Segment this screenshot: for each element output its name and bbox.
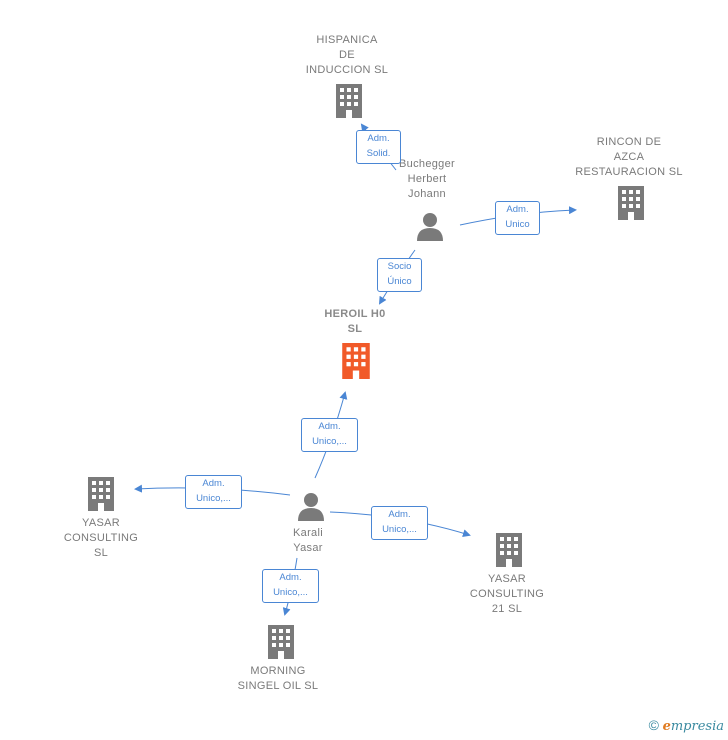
- building-icon[interactable]: [494, 533, 524, 567]
- brand-initial: e: [662, 719, 671, 734]
- person-label-buchegger[interactable]: Buchegger Herbert Johann: [399, 158, 455, 200]
- building-icon[interactable]: [266, 625, 296, 659]
- relation-label-karali-heroil[interactable]: Adm. Unico,...: [301, 418, 358, 452]
- company-label-rincon[interactable]: RINCON DE AZCA RESTAURACION SL: [575, 136, 683, 178]
- brand-name: mpresia: [670, 719, 724, 734]
- person-icon[interactable]: [296, 491, 326, 521]
- company-label-yasar-consulting[interactable]: YASAR CONSULTING SL: [63, 517, 139, 559]
- brand-footer: © empresia: [649, 717, 724, 734]
- company-label-yasar-consulting-21[interactable]: YASAR CONSULTING 21 SL: [469, 573, 545, 615]
- building-icon[interactable]: [616, 186, 646, 220]
- copyright-symbol: ©: [648, 717, 659, 733]
- relation-label-buchegger-hispanica[interactable]: Adm. Solid.: [356, 130, 401, 164]
- company-label-hispanica[interactable]: HISPANICA DE INDUCCION SL: [305, 34, 389, 76]
- relation-label-karali-morning[interactable]: Adm. Unico,...: [262, 569, 319, 603]
- company-label-morning[interactable]: MORNING SINGEL OIL SL: [237, 665, 319, 692]
- building-icon[interactable]: [86, 477, 116, 511]
- relation-label-karali-yasar-consulting-21[interactable]: Adm. Unico,...: [371, 506, 428, 540]
- relation-label-buchegger-heroil[interactable]: Socio Único: [377, 258, 422, 292]
- building-icon[interactable]: [340, 343, 372, 379]
- person-label-karali[interactable]: Karali Yasar: [293, 527, 323, 554]
- building-icon[interactable]: [334, 84, 364, 118]
- person-icon[interactable]: [415, 211, 445, 241]
- center-company-label-heroil[interactable]: HEROIL H0 SL: [324, 308, 386, 335]
- relation-label-karali-yasar-consulting[interactable]: Adm. Unico,...: [185, 475, 242, 509]
- relation-label-buchegger-rincon[interactable]: Adm. Unico: [495, 201, 540, 235]
